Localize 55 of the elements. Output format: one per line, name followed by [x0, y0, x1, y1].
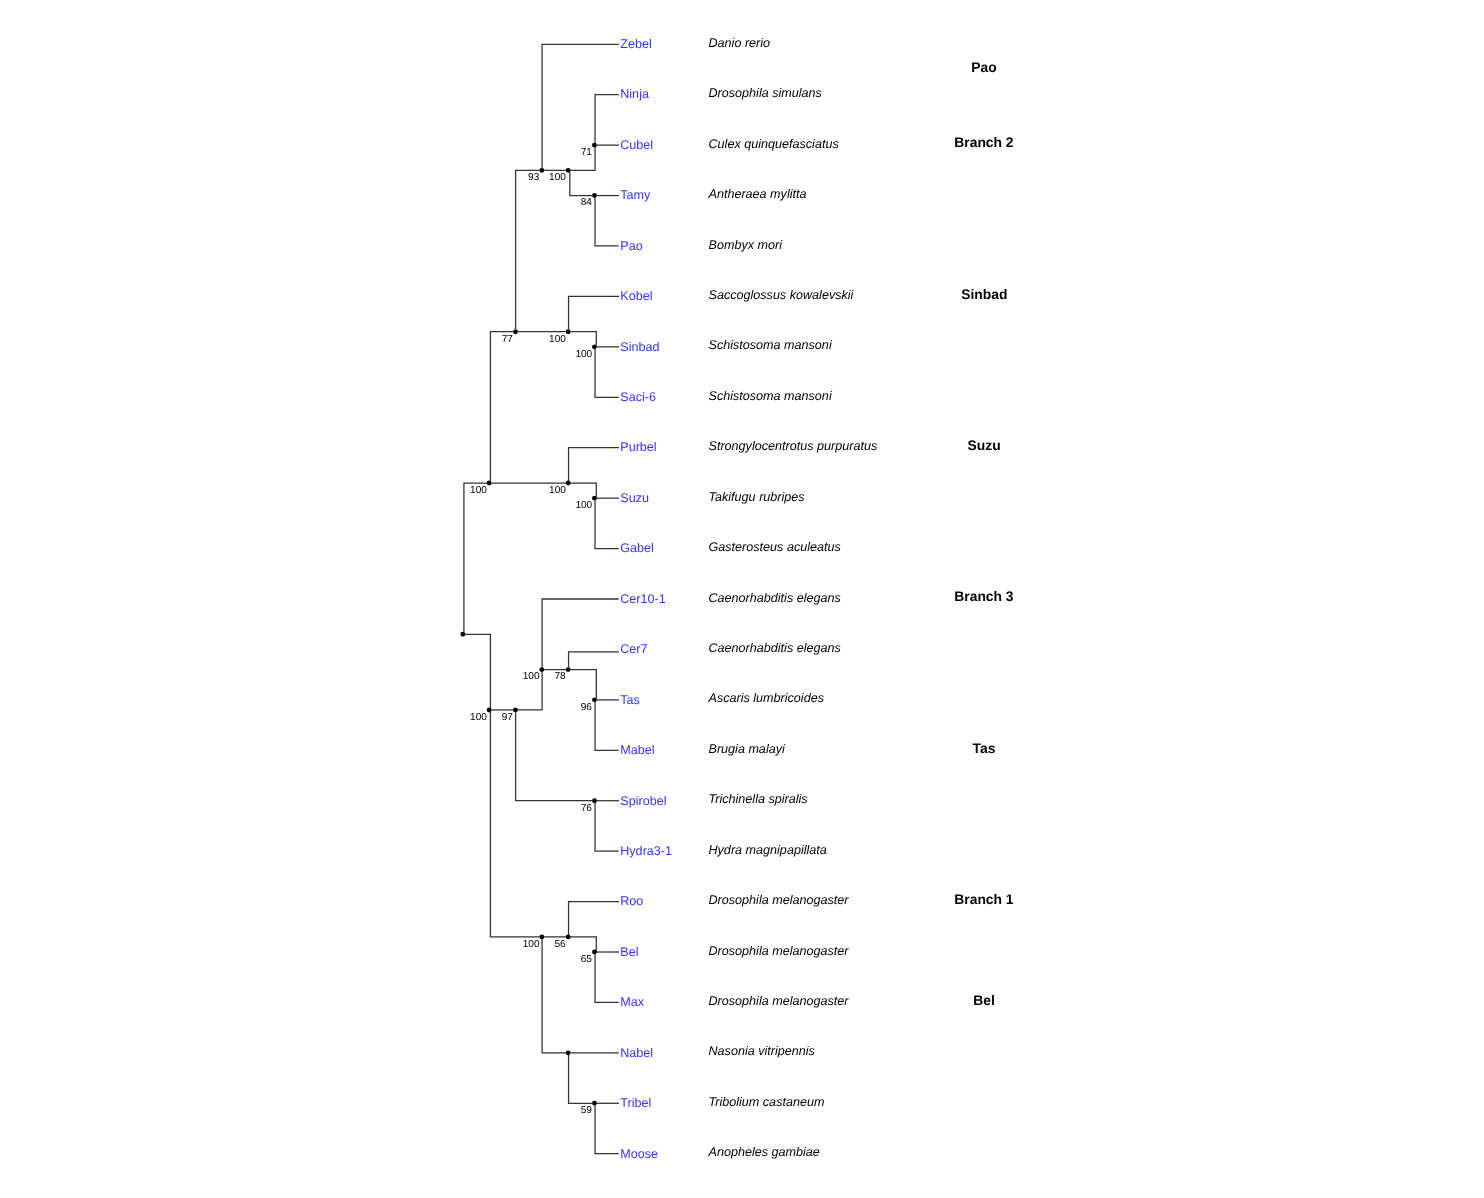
node-point — [485, 707, 491, 713]
connector — [566, 295, 619, 331]
connector — [489, 709, 513, 711]
node-point — [564, 1050, 570, 1056]
connector — [594, 1102, 619, 1104]
connector — [594, 194, 619, 197]
connector — [568, 1052, 619, 1054]
connector — [488, 331, 514, 482]
connector — [566, 1054, 593, 1104]
connector — [594, 800, 619, 802]
connector — [540, 598, 619, 668]
connector — [568, 331, 596, 348]
connector — [463, 633, 490, 709]
connector — [542, 668, 566, 671]
node-point — [538, 934, 544, 940]
connector — [566, 651, 619, 669]
connector — [462, 482, 487, 634]
connector — [594, 144, 619, 146]
connector — [566, 447, 619, 482]
node-point — [564, 329, 570, 335]
connector — [566, 900, 619, 936]
node-point — [591, 1100, 596, 1106]
node-point — [591, 949, 596, 955]
node-point — [591, 798, 596, 804]
node-point — [538, 167, 544, 173]
connector — [488, 710, 540, 938]
connector — [594, 346, 619, 348]
node-point — [564, 667, 570, 673]
node-point — [512, 707, 517, 713]
connector — [594, 497, 619, 499]
connector — [568, 170, 593, 197]
node-point — [591, 193, 596, 198]
connector — [540, 938, 566, 1054]
connector — [514, 711, 593, 802]
node-point — [564, 480, 570, 486]
connector — [542, 169, 566, 171]
node-point — [591, 495, 596, 501]
node-point — [459, 631, 465, 637]
node-point — [564, 167, 570, 173]
connector — [542, 936, 566, 938]
connector — [489, 482, 566, 484]
node-point — [564, 934, 570, 940]
node-point — [591, 142, 596, 148]
node-point — [591, 344, 596, 350]
node-point — [538, 667, 544, 673]
connector — [516, 331, 566, 333]
node-point — [485, 480, 491, 486]
connector — [514, 169, 540, 331]
node-point — [591, 697, 596, 703]
connector — [515, 671, 542, 711]
connector — [540, 43, 619, 169]
connector — [594, 699, 619, 701]
connector — [568, 146, 595, 171]
node-point — [512, 329, 517, 335]
connector — [594, 951, 619, 953]
